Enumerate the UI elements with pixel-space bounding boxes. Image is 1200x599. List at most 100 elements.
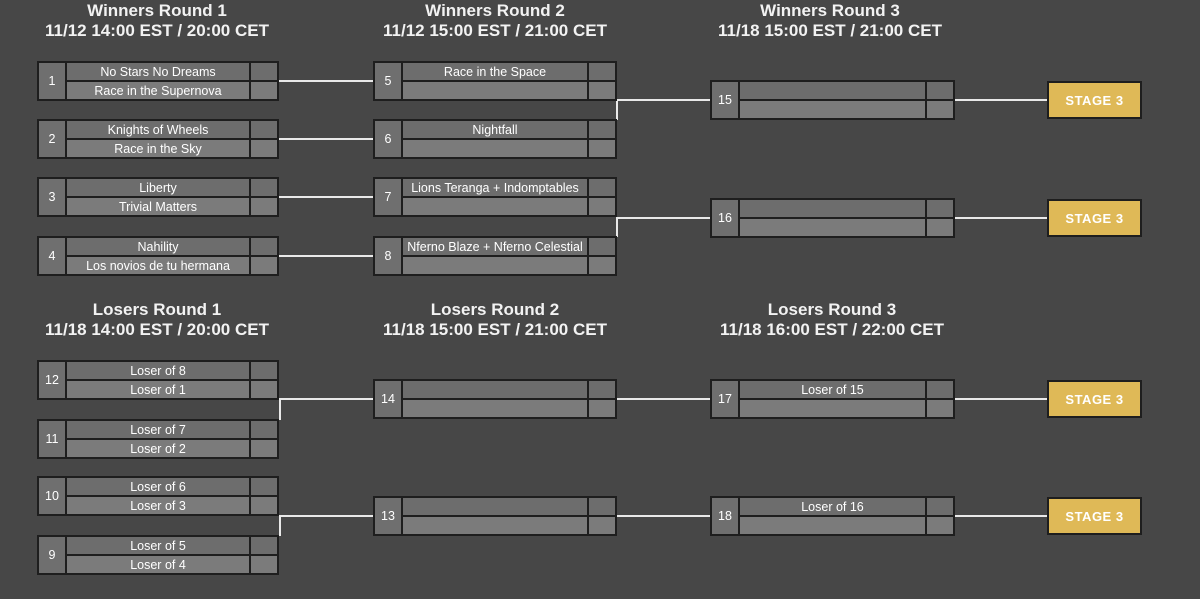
header-winners-round-2: Winners Round 2 11/12 15:00 EST / 21:00 … xyxy=(325,1,665,41)
connector-line xyxy=(955,515,1047,517)
score-slot-bottom xyxy=(927,400,953,417)
score-slot-bottom xyxy=(927,219,953,236)
header-losers-round-2: Losers Round 2 11/18 15:00 EST / 21:00 C… xyxy=(325,300,665,340)
round-datetime: 11/18 15:00 EST / 21:00 CET xyxy=(383,320,607,339)
match-seed: 4 xyxy=(39,238,65,274)
connector-line xyxy=(279,398,373,400)
team-slot-bottom xyxy=(403,140,587,157)
team-slot-bottom: Trivial Matters xyxy=(67,198,249,215)
match-seed: 9 xyxy=(39,537,65,573)
match-9[interactable]: 9 Loser of 5 Loser of 4 xyxy=(37,535,279,575)
match-seed: 2 xyxy=(39,121,65,157)
match-6[interactable]: 6 Nightfall xyxy=(373,119,617,159)
score-slot-bottom xyxy=(251,257,277,274)
connector-stub xyxy=(279,515,281,536)
match-seed: 12 xyxy=(39,362,65,398)
round-datetime: 11/12 14:00 EST / 20:00 CET xyxy=(45,21,269,40)
match-18[interactable]: 18 Loser of 16 xyxy=(710,496,955,536)
match-13[interactable]: 13 xyxy=(373,496,617,536)
team-slot-bottom xyxy=(740,101,925,118)
team-slot-top: Loser of 5 xyxy=(67,537,249,554)
score-slot-top xyxy=(251,362,277,379)
score-slot-top xyxy=(589,121,615,138)
connector-line xyxy=(955,398,1047,400)
team-slot-top xyxy=(403,381,587,398)
score-slot-top xyxy=(251,179,277,196)
team-slot-top: Liberty xyxy=(67,179,249,196)
team-slot-bottom xyxy=(403,517,587,534)
team-slot-top: No Stars No Dreams xyxy=(67,63,249,80)
match-4[interactable]: 4 Nahility Los novios de tu hermana xyxy=(37,236,279,276)
round-title: Winners Round 1 xyxy=(87,1,227,20)
connector-line xyxy=(279,196,373,198)
team-slot-bottom: Race in the Sky xyxy=(67,140,249,157)
team-slot-top: Knights of Wheels xyxy=(67,121,249,138)
connector-line xyxy=(955,99,1047,101)
score-slot-top xyxy=(927,82,953,99)
score-slot-top xyxy=(251,478,277,495)
score-slot-bottom xyxy=(251,556,277,573)
team-slot-top: Loser of 16 xyxy=(740,498,925,515)
team-slot-top: Loser of 6 xyxy=(67,478,249,495)
connector-line xyxy=(279,515,373,517)
score-slot-bottom xyxy=(251,381,277,398)
round-title: Losers Round 2 xyxy=(430,300,560,319)
team-slot-top xyxy=(740,82,925,99)
connector-stub xyxy=(616,99,618,120)
round-title: Winners Round 2 xyxy=(425,1,565,20)
match-seed: 16 xyxy=(712,200,738,236)
team-slot-top: Nferno Blaze + Nferno Celestial xyxy=(403,238,587,255)
score-slot-bottom xyxy=(589,82,615,99)
connector-line xyxy=(617,217,710,219)
connector-line xyxy=(279,80,373,82)
match-12[interactable]: 12 Loser of 8 Loser of 1 xyxy=(37,360,279,400)
team-slot-top: Loser of 8 xyxy=(67,362,249,379)
match-seed: 6 xyxy=(375,121,401,157)
match-seed: 10 xyxy=(39,478,65,514)
connector-line xyxy=(279,255,373,257)
team-slot-bottom: Loser of 2 xyxy=(67,440,249,457)
match-16[interactable]: 16 xyxy=(710,198,955,238)
round-datetime: 11/18 15:00 EST / 21:00 CET xyxy=(718,21,942,40)
match-8[interactable]: 8 Nferno Blaze + Nferno Celestial xyxy=(373,236,617,276)
match-5[interactable]: 5 Race in the Space xyxy=(373,61,617,101)
score-slot-top xyxy=(251,421,277,438)
match-15[interactable]: 15 xyxy=(710,80,955,120)
round-title: Winners Round 3 xyxy=(760,1,900,20)
connector-line xyxy=(617,515,710,517)
match-10[interactable]: 10 Loser of 6 Loser of 3 xyxy=(37,476,279,516)
match-seed: 14 xyxy=(375,381,401,417)
score-slot-top xyxy=(589,179,615,196)
stage3-box-losers-upper[interactable]: STAGE 3 xyxy=(1047,380,1142,418)
match-seed: 15 xyxy=(712,82,738,118)
team-slot-bottom xyxy=(740,400,925,417)
match-7[interactable]: 7 Lions Teranga + Indomptables xyxy=(373,177,617,217)
score-slot-top xyxy=(251,537,277,554)
score-slot-top xyxy=(589,238,615,255)
score-slot-top xyxy=(927,498,953,515)
team-slot-bottom: Loser of 3 xyxy=(67,497,249,514)
stage3-box-losers-lower[interactable]: STAGE 3 xyxy=(1047,497,1142,535)
team-slot-bottom: Los novios de tu hermana xyxy=(67,257,249,274)
team-slot-top: Nightfall xyxy=(403,121,587,138)
score-slot-top xyxy=(589,381,615,398)
score-slot-top xyxy=(251,238,277,255)
match-seed: 18 xyxy=(712,498,738,534)
connector-stub xyxy=(616,217,618,237)
round-title: Losers Round 1 xyxy=(92,300,222,319)
match-11[interactable]: 11 Loser of 7 Loser of 2 xyxy=(37,419,279,459)
connector-line xyxy=(279,138,373,140)
connector-line xyxy=(617,99,710,101)
stage3-box-winners-upper[interactable]: STAGE 3 xyxy=(1047,81,1142,119)
match-seed: 8 xyxy=(375,238,401,274)
team-slot-bottom: Race in the Supernova xyxy=(67,82,249,99)
score-slot-top xyxy=(251,63,277,80)
match-2[interactable]: 2 Knights of Wheels Race in the Sky xyxy=(37,119,279,159)
score-slot-bottom xyxy=(589,140,615,157)
match-3[interactable]: 3 Liberty Trivial Matters xyxy=(37,177,279,217)
match-14[interactable]: 14 xyxy=(373,379,617,419)
match-17[interactable]: 17 Loser of 15 xyxy=(710,379,955,419)
score-slot-bottom xyxy=(927,101,953,118)
match-1[interactable]: 1 No Stars No Dreams Race in the Superno… xyxy=(37,61,279,101)
stage3-box-winners-lower[interactable]: STAGE 3 xyxy=(1047,199,1142,237)
